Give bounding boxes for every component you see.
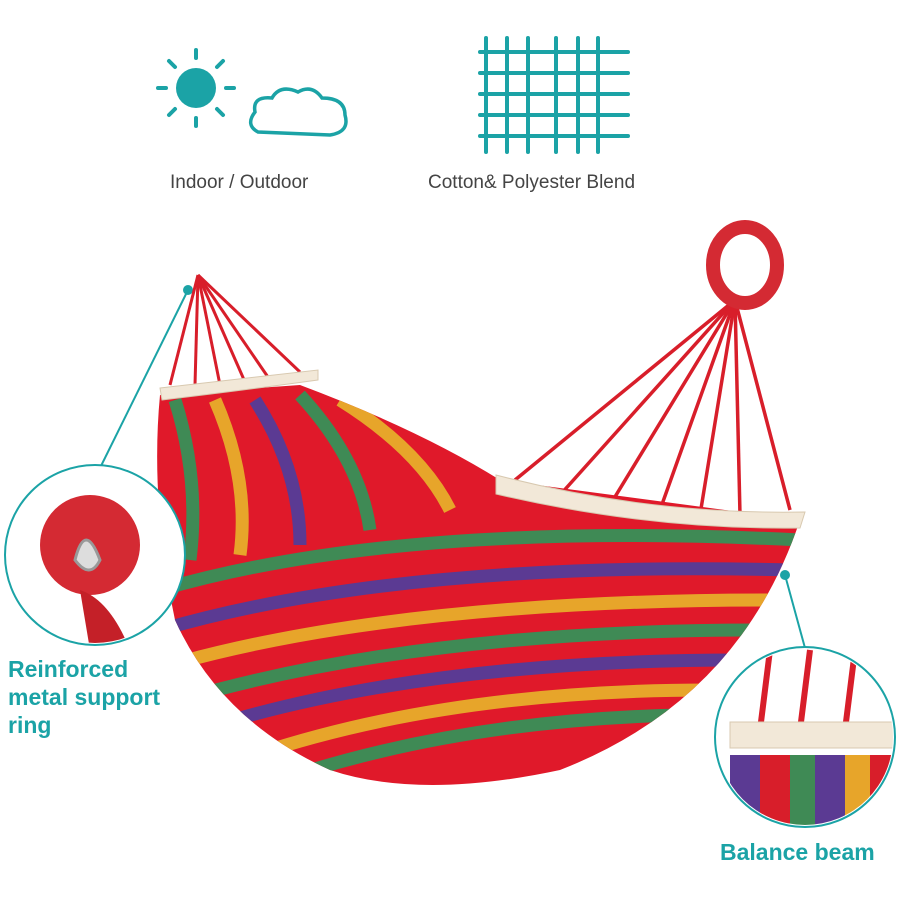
- hanging-loop: [706, 220, 784, 310]
- ring-callout-line1: Reinforced: [8, 656, 129, 682]
- ring-detail-circle: [4, 464, 186, 646]
- left-spreader-bar: [159, 369, 319, 401]
- callout-lines: [99, 285, 806, 649]
- beam-detail-circle: [714, 646, 896, 828]
- sun-icon: [156, 48, 236, 128]
- right-ropes: [513, 298, 792, 516]
- right-spreader-bar: [495, 474, 806, 529]
- beam-callout-label: Balance beam: [720, 839, 875, 865]
- ring-callout-line3: ring: [8, 712, 52, 738]
- weave-icon: [478, 36, 630, 154]
- feature-label-material: Cotton& Polyester Blend: [428, 172, 636, 193]
- ring-callout-label: Reinforced metal support ring: [8, 655, 160, 739]
- feature-label-indoor-outdoor: Indoor / Outdoor: [170, 172, 309, 193]
- left-ropes: [168, 273, 302, 386]
- ring-callout-line2: metal support: [8, 684, 161, 710]
- cloud-icon: [248, 87, 348, 137]
